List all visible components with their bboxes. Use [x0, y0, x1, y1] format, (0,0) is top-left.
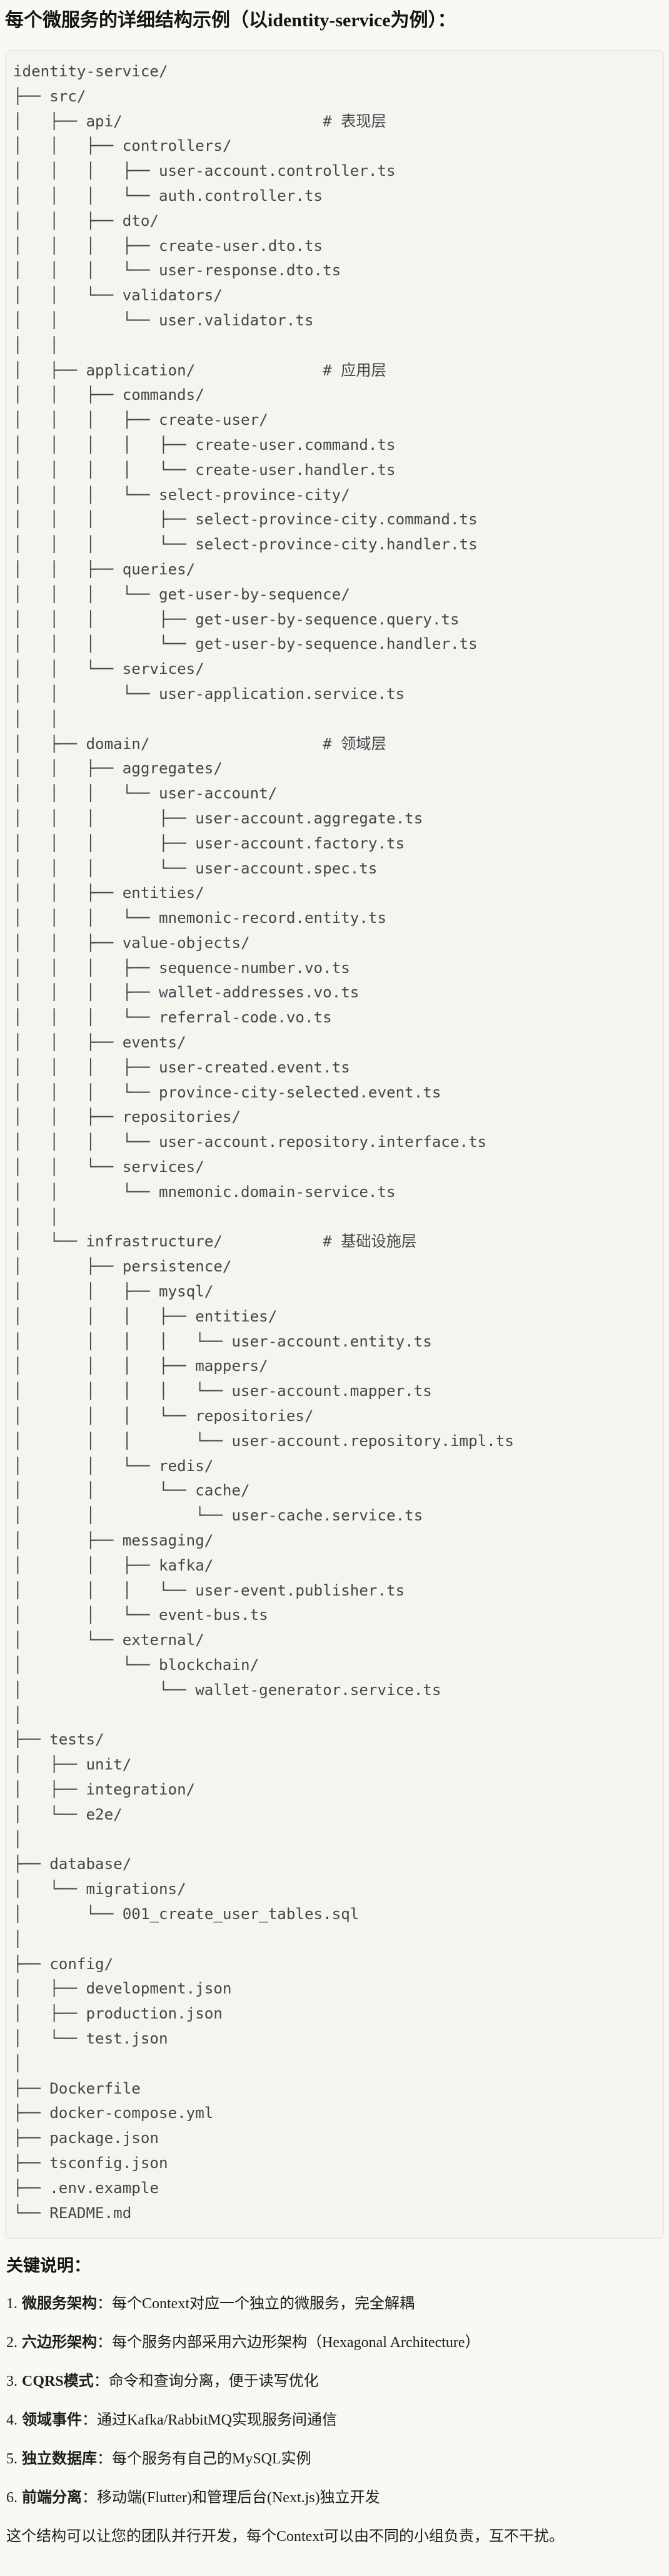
- note-number: 2.: [6, 2334, 18, 2351]
- note-description: 通过Kafka/RabbitMQ实现服务间通信: [97, 2412, 337, 2429]
- note-item-3: 3.CQRS模式：命令和查询分离，便于读写优化: [6, 2371, 664, 2391]
- note-separator: ：: [82, 2490, 97, 2507]
- note-description: 每个Context对应一个独立的微服务，完全解耦: [112, 2296, 415, 2313]
- note-separator: ：: [97, 2296, 112, 2313]
- note-separator: ：: [97, 2334, 112, 2351]
- note-item-2: 2.六边形架构：每个服务内部采用六边形架构（Hexagonal Architec…: [6, 2333, 664, 2353]
- note-item-6: 6.前端分离：移动端(Flutter)和管理后台(Next.js)独立开发: [6, 2488, 664, 2508]
- note-number: 3.: [6, 2373, 18, 2390]
- note-separator: ：: [97, 2451, 112, 2468]
- note-number: 1.: [6, 2296, 18, 2313]
- note-number: 5.: [6, 2451, 18, 2468]
- note-item-1: 1.微服务架构：每个Context对应一个独立的微服务，完全解耦: [6, 2294, 664, 2314]
- note-number: 6.: [6, 2490, 18, 2507]
- note-label: 六边形架构: [22, 2334, 97, 2351]
- directory-tree-code-block: identity-service/ ├── src/ │ ├── api/ # …: [5, 50, 664, 2239]
- note-description: 每个服务有自己的MySQL实例: [112, 2451, 311, 2468]
- note-item-4: 4.领域事件：通过Kafka/RabbitMQ实现服务间通信: [6, 2410, 664, 2430]
- note-description: 每个服务内部采用六边形架构（Hexagonal Architecture）: [112, 2334, 480, 2351]
- note-label: 领域事件: [22, 2412, 82, 2429]
- page-title: 每个微服务的详细结构示例（以identity-service为例）：: [5, 10, 456, 31]
- notes-heading: 关键说明：: [6, 2256, 91, 2276]
- note-description: 移动端(Flutter)和管理后台(Next.js)独立开发: [97, 2490, 380, 2507]
- note-label: 微服务架构: [22, 2296, 97, 2313]
- note-description: 命令和查询分离，便于读写优化: [108, 2373, 319, 2390]
- note-item-5: 5.独立数据库：每个服务有自己的MySQL实例: [6, 2449, 664, 2469]
- closing-note: 这个结构可以让您的团队并行开发，每个Context可以由不同的小组负责，互不干扰…: [6, 2528, 564, 2545]
- note-separator: ：: [93, 2373, 109, 2390]
- note-label: 前端分离: [22, 2490, 82, 2507]
- note-separator: ：: [82, 2412, 97, 2429]
- note-label: 独立数据库: [22, 2451, 97, 2468]
- key-notes-section: 关键说明： 1.微服务架构：每个Context对应一个独立的微服务，完全解耦 2…: [6, 2255, 664, 2547]
- note-label: CQRS模式: [22, 2373, 94, 2390]
- note-number: 4.: [6, 2412, 18, 2429]
